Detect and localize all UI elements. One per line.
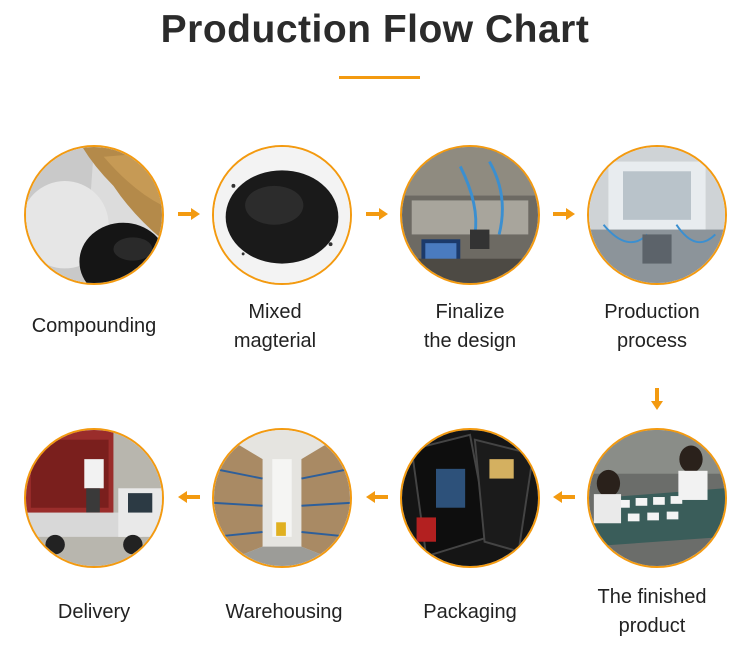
step-label-finished-product: The finished product	[597, 586, 707, 637]
design-machine-image	[400, 145, 540, 285]
step-label-warehousing: Warehousing	[225, 601, 343, 623]
page-title: Production Flow Chart	[160, 8, 590, 51]
arrow-right-icon	[178, 208, 200, 220]
warehouse-image	[212, 428, 352, 568]
mixed-material-image	[212, 145, 352, 285]
arrow-down-icon	[651, 388, 663, 410]
step-label-packaging: Packaging	[423, 601, 517, 623]
finished-product-image	[587, 428, 727, 568]
step-label-mixed-material: Mixed magterial	[233, 301, 317, 352]
title-underline	[339, 76, 420, 79]
arrow-left-icon	[178, 491, 200, 503]
arrow-right-icon	[553, 208, 575, 220]
step-label-finalize-design: Finalize the design	[423, 301, 517, 352]
step-label-production-process: Production process	[604, 301, 700, 352]
packaging-image	[400, 428, 540, 568]
production-machine-image	[587, 145, 727, 285]
arrow-left-icon	[553, 491, 575, 503]
compounding-materials-image	[24, 145, 164, 285]
arrow-right-icon	[366, 208, 388, 220]
delivery-truck-image	[24, 428, 164, 568]
step-label-delivery: Delivery	[57, 601, 131, 623]
step-label-compounding: Compounding	[31, 315, 157, 337]
arrow-left-icon	[366, 491, 388, 503]
